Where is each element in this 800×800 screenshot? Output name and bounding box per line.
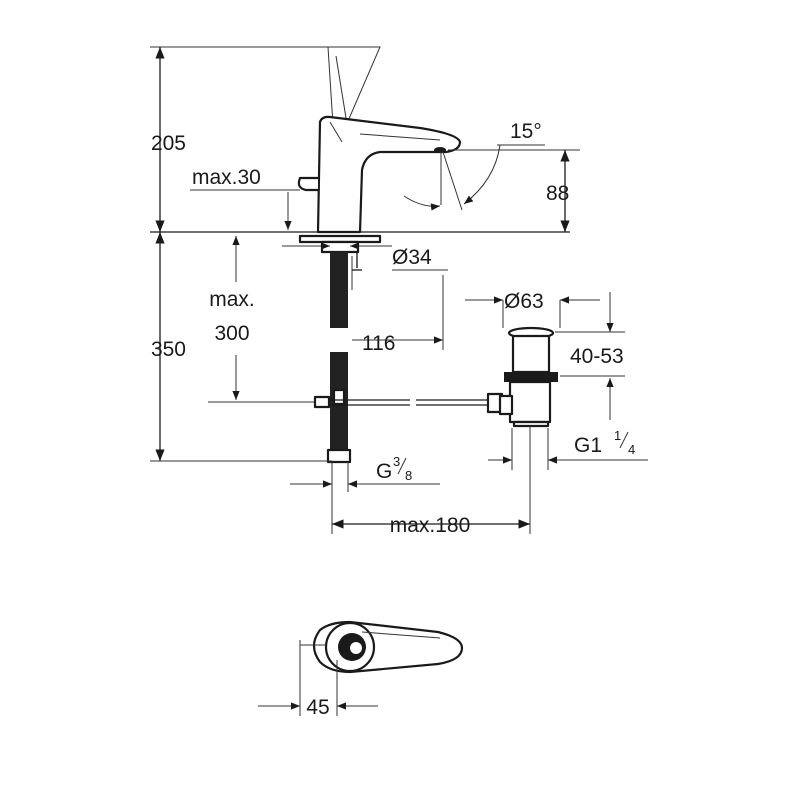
dimension-depth-max: max. 300 xyxy=(209,236,255,400)
hose-connector xyxy=(326,448,352,464)
label-g-den: 8 xyxy=(405,468,412,483)
dimension-waste-diameter: Ø63 xyxy=(465,290,600,328)
dimension-depth-total: 350 xyxy=(150,232,332,462)
dimension-waste-height: 40-53 xyxy=(555,292,625,420)
label-205: 205 xyxy=(151,132,186,155)
faucet-side-view xyxy=(150,46,570,234)
label-max-180: max.180 xyxy=(390,514,471,537)
dimension-spout-height: 88 xyxy=(448,149,580,232)
pop-up-waste xyxy=(498,326,558,428)
label-max-30: max.30 xyxy=(192,166,261,189)
dimension-hose-thread: G 3 8 xyxy=(290,454,440,492)
label-45: 45 xyxy=(306,696,329,719)
label-g: G xyxy=(376,460,392,483)
pull-rod xyxy=(208,392,504,414)
label-g1-den: 4 xyxy=(628,442,635,457)
threaded-shank xyxy=(330,252,348,328)
faucet-top-view xyxy=(300,620,464,674)
dimension-hole-diameter: Ø34 xyxy=(282,242,448,271)
label-350: 350 xyxy=(151,338,186,361)
label-angle: 15° xyxy=(510,120,542,143)
dimension-top-width: 45 xyxy=(258,640,378,719)
label-diameter-63: Ø63 xyxy=(504,290,544,313)
label-40-53: 40-53 xyxy=(570,345,624,368)
label-g-num: 3 xyxy=(393,454,400,469)
label-max: max. xyxy=(209,288,255,311)
pop-up-rod xyxy=(297,176,318,192)
spout-outlet xyxy=(434,147,446,153)
faucet-body xyxy=(316,115,462,234)
label-116: 116 xyxy=(362,332,395,355)
label-g1: G1 xyxy=(574,434,602,457)
lever-open-position xyxy=(327,46,381,129)
label-diameter-34: Ø34 xyxy=(392,246,432,269)
dimension-rod-max: max.180 xyxy=(331,426,531,537)
dimension-height-total: 205 xyxy=(151,47,186,232)
label-88: 88 xyxy=(546,182,569,205)
dimension-spout-reach: 116 xyxy=(352,275,444,355)
label-300: 300 xyxy=(214,322,249,345)
dimension-lever-max: max.30 xyxy=(190,166,300,230)
angle-arc xyxy=(403,195,441,211)
label-g1-num: 1 xyxy=(614,428,621,443)
dimension-waste-thread: G1 1 4 xyxy=(488,428,648,470)
waste-nut xyxy=(504,372,558,382)
